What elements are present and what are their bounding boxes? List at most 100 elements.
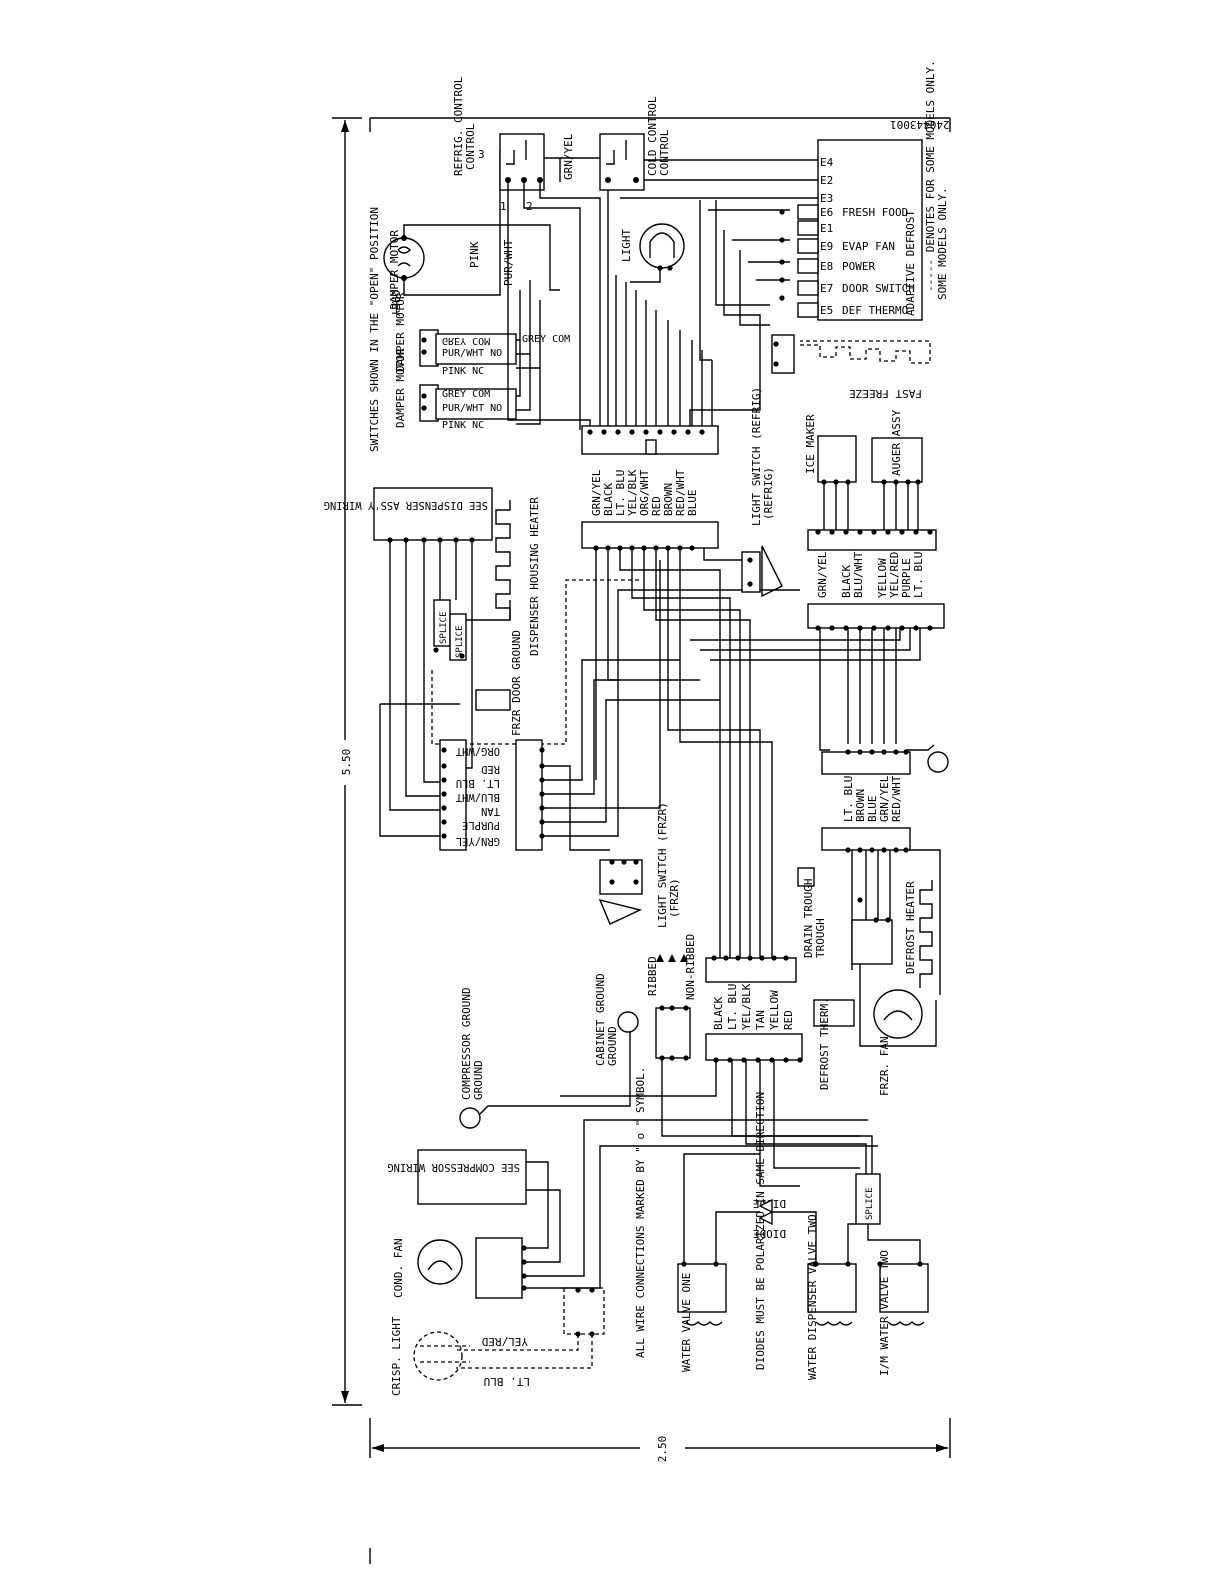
- dispenser-heater-label: DISPENSER HOUSING HEATER: [528, 497, 541, 656]
- connection-dot: [421, 405, 427, 411]
- connection-dot: [893, 847, 899, 853]
- defrost-terminal-e6: E6: [820, 206, 833, 219]
- connection-dot: [685, 429, 691, 435]
- connection-dot: [633, 879, 639, 885]
- cabinet-ground-label2: GROUND: [606, 1026, 619, 1066]
- frzr-harness-purple: PURPLE: [462, 819, 500, 831]
- lower-wires: [456, 1032, 921, 1369]
- connection-dot: [755, 1057, 761, 1063]
- splice-3-label: SPLICE: [865, 1187, 875, 1220]
- connection-dot: [521, 1285, 527, 1291]
- connection-dot: [759, 955, 765, 961]
- connection-dot: [459, 653, 465, 659]
- frzr-door-ground-label: FRZR DOOR GROUND: [510, 630, 523, 736]
- icemaker-wire-2: BLACK: [840, 565, 853, 598]
- damper-lower-pink-nc: PINK NC: [442, 420, 484, 431]
- connection-dot: [813, 1261, 819, 1267]
- cabinet-ground-symbol: [617, 1011, 639, 1033]
- frzr-fan-motor: [873, 989, 923, 1039]
- connection-dot: [905, 479, 911, 485]
- connection-dot: [713, 1057, 719, 1063]
- main-harness-wire-4: ORG/WHT: [638, 469, 651, 516]
- defrost-control-note: ----- DENOTES FOR SOME MODELS ONLY.: [924, 60, 937, 292]
- light-switch-refrig-label: LIGHT SWITCH (REFRIG): [750, 387, 763, 526]
- connection-dot: [521, 1259, 527, 1265]
- diodes-note: DIODES MUST BE POLARIZED IN SAME DIRECTI…: [754, 1092, 767, 1370]
- connection-dot: [669, 1005, 675, 1011]
- main-harness-wire-6: BROWN: [662, 483, 675, 516]
- connection-dot: [593, 545, 599, 551]
- connection-dot: [877, 1261, 883, 1267]
- connection-dot: [641, 545, 647, 551]
- main-harness-wire-5: RED: [650, 496, 663, 516]
- connection-dot: [671, 429, 677, 435]
- connection-dot: [829, 529, 835, 535]
- connection-dot: [741, 1057, 747, 1063]
- connection-dot: [873, 917, 879, 923]
- frzr-fan-label: FRZR. FAN: [878, 1036, 891, 1096]
- connection-dot: [629, 545, 635, 551]
- main-harness-wires: [595, 548, 921, 970]
- crisp-light-connector: [563, 1287, 605, 1335]
- connection-dot: [441, 819, 447, 825]
- connection-dot: [845, 749, 851, 755]
- connection-dot: [621, 859, 627, 865]
- connection-dot: [539, 777, 545, 783]
- frzr-harness-tan: TAN: [481, 805, 500, 817]
- icemaker-wire-0: GRN/YEL: [816, 551, 829, 598]
- frzr-harness-grnyel: GRN/YEL: [456, 835, 500, 847]
- grn-yel-top-label: GRN/YEL: [562, 133, 575, 180]
- drain-trough-label2: TROUGH: [814, 918, 827, 958]
- frzr-harness-bluwht: BLU/WHT: [455, 791, 500, 803]
- terminal-tab-7: [797, 280, 819, 296]
- connection-dot: [659, 1055, 665, 1061]
- diode-1: [758, 1198, 773, 1214]
- damper-upper-pink-nc: PINK NC: [442, 366, 484, 377]
- cabinet-ground-label: CABINET GROUND: [594, 973, 607, 1066]
- terminal-tab-3: [797, 204, 819, 220]
- connection-dot: [779, 237, 785, 243]
- main-harness-wire-3: YEL/BLK: [626, 469, 639, 516]
- frzr-harness-red: RED: [481, 763, 500, 775]
- light-switch-frzr: [599, 859, 643, 895]
- connection-dot: [629, 429, 635, 435]
- lower-wire-4: YELLOW: [768, 990, 781, 1030]
- defrost-terminal-e1: E1: [820, 222, 833, 235]
- damper-motor-label-c: DAMPER MOTOR: [394, 348, 407, 428]
- frzr-door-ground: [475, 689, 511, 711]
- connection-dot: [657, 265, 663, 271]
- light-switch-frzr-label: LIGHT SWITCH (FRZR): [656, 802, 669, 928]
- main-harness-connector: [581, 521, 719, 549]
- connection-dot: [771, 955, 777, 961]
- lower-wire-5: RED: [782, 1010, 795, 1030]
- connection-dot: [885, 529, 891, 535]
- drawing-number: 240443001: [890, 118, 950, 131]
- connection-dot: [539, 763, 545, 769]
- connection-dot: [899, 625, 905, 631]
- damper-motor-label-b: DAMPER MOTOR: [394, 292, 407, 372]
- fast-freeze-switch: [771, 334, 795, 374]
- connection-dot: [699, 429, 705, 435]
- control-wires: [507, 180, 818, 430]
- connection-dot: [869, 749, 875, 755]
- connection-dot: [441, 833, 447, 839]
- damper-switch-upper: GREY COM: [419, 329, 517, 367]
- defrost-control-title: ADAPTIVE DEFROST: [904, 210, 917, 316]
- connection-dot: [657, 429, 663, 435]
- lt-blu-label: LT. BLU: [484, 1375, 530, 1388]
- splice-1-label: SPLICE: [439, 611, 449, 644]
- cond-fan-motor: [417, 1239, 463, 1285]
- icemaker-wire-7: PURPLE: [900, 558, 913, 598]
- connection-dot: [539, 805, 545, 811]
- im-water-valve-label: I/M WATER VALVE TWO: [878, 1250, 891, 1376]
- cold-control-label2: CONTROL: [658, 129, 671, 176]
- terminal-tab-5: [797, 238, 819, 254]
- connection-dot: [421, 349, 427, 355]
- fast-freeze-label: FAST FREEZE: [849, 387, 922, 400]
- lower-wire-2: YEL/BLK: [740, 983, 753, 1030]
- main-harness-wire-0: GRN/YEL: [590, 469, 603, 516]
- frzr-harness-orgwht: ORG/WHT: [455, 745, 500, 757]
